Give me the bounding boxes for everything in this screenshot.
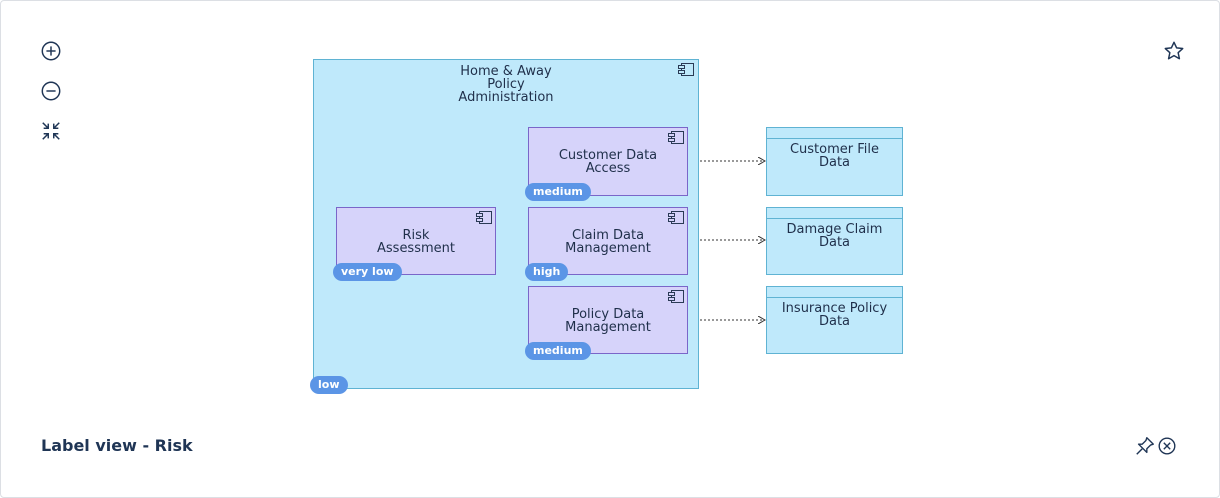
data-object-insurance-policy-data[interactable]: Insurance Policy Data [766, 286, 903, 354]
favorite-star-icon[interactable] [1162, 39, 1186, 63]
data-object-header-line [767, 218, 902, 219]
view-title: Label view - Risk [41, 436, 193, 455]
zoom-out-icon[interactable] [39, 79, 63, 103]
component-icon [678, 63, 694, 76]
component-icon [476, 211, 492, 224]
zoom-in-icon[interactable] [39, 39, 63, 63]
data-object-header-line [767, 297, 902, 298]
component-icon [668, 290, 684, 303]
risk-badge: very low [333, 263, 402, 281]
risk-badge: medium [525, 183, 591, 201]
data-object-label: Insurance Policy Data [781, 301, 888, 329]
pin-icon[interactable] [1133, 434, 1157, 458]
component-label: Customer Data Access [558, 148, 658, 176]
component-label: Risk Assessment [377, 228, 455, 256]
fit-to-screen-icon[interactable] [39, 119, 63, 143]
component-policy-data-management[interactable]: Policy Data Management [528, 286, 688, 354]
risk-badge: medium [525, 342, 591, 360]
data-object-damage-claim-data[interactable]: Damage Claim Data [766, 207, 903, 275]
data-object-label: Customer File Data [789, 142, 880, 170]
component-label: Policy Data Management [565, 307, 651, 335]
risk-badge: high [525, 263, 569, 281]
component-icon [668, 131, 684, 144]
risk-badge: low [310, 376, 348, 394]
component-label: Claim Data Management [565, 228, 651, 256]
component-icon [668, 211, 684, 224]
close-icon[interactable] [1155, 434, 1179, 458]
data-object-header-line [767, 138, 902, 139]
container-label: Home & Away Policy Administration [458, 64, 554, 105]
data-object-customer-file-data[interactable]: Customer File Data [766, 127, 903, 196]
data-object-label: Damage Claim Data [786, 222, 883, 250]
